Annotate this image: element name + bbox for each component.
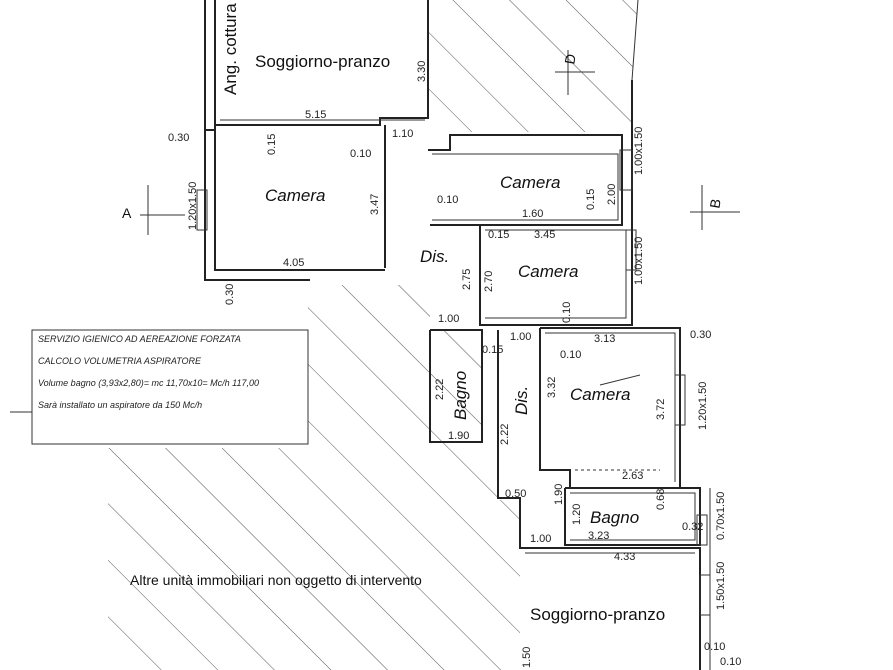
room-bagno-2: Bagno (590, 508, 639, 527)
dim: 0.10 (561, 302, 573, 323)
dim: 1.50 (521, 647, 533, 668)
dim: 0.30 (168, 132, 189, 144)
dimension-labels: 5.15 3.30 0.30 0.15 1.10 0.10 3.47 1.20x… (168, 61, 741, 668)
dim: 0.15 (482, 344, 503, 356)
section-markers: A D B (122, 50, 740, 235)
dim: 2.22 (499, 424, 511, 445)
dim: 3.30 (416, 61, 428, 82)
room-dis-2: Dis. (512, 386, 531, 415)
room-camera-1: Camera (265, 186, 325, 205)
dim: 3.13 (594, 333, 615, 345)
dim: 3.32 (546, 377, 558, 398)
dim: 1.00x1.50 (633, 237, 645, 285)
ventilation-note: SERVIZIO IGIENICO AD AEREAZIONE FORZATA … (31, 329, 309, 445)
dim: 1.00x1.50 (633, 127, 645, 175)
dim: 2.70 (483, 271, 495, 292)
dim: 1.60 (522, 208, 543, 220)
dim: 0.32 (682, 521, 703, 533)
hatch-bottom-left (108, 285, 520, 670)
room-camera-4: Camera (570, 385, 630, 404)
dim: 0.10 (437, 194, 458, 206)
room-labels: Ang. cottura Soggiorno-pranzo Camera Cam… (221, 3, 665, 624)
dim: 2.00 (606, 184, 618, 205)
room-camera-2: Camera (500, 173, 560, 192)
section-mark-d: D (561, 53, 579, 66)
hatch-small-corner (296, 285, 312, 302)
dim: 0.50 (505, 488, 526, 500)
dim: 3.72 (655, 399, 667, 420)
dim: 2.75 (461, 269, 473, 290)
note-line-2: CALCOLO VOLUMETRIA ASPIRATORE (38, 356, 202, 366)
room-dis-1: Dis. (420, 247, 449, 266)
dim: 0.15 (585, 189, 597, 210)
dim: 0.15 (488, 229, 509, 241)
room-ang-cottura: Ang. cottura (221, 3, 240, 95)
dim: 1.00 (510, 331, 531, 343)
dim: 3.47 (369, 194, 381, 215)
room-soggiorno-bottom: Soggiorno-pranzo (530, 605, 665, 624)
room-camera-3: Camera (518, 262, 578, 281)
dim: 0.10 (350, 148, 371, 160)
dim: 1.20x1.50 (187, 182, 199, 230)
hatched-areas (108, 0, 638, 670)
dim: 0.30 (690, 329, 711, 341)
dim: 1.20 (571, 504, 583, 525)
note-line-4: Sarà installato un aspiratore da 150 Mc/… (38, 400, 202, 410)
note-line-3: Volume bagno (3,93x2,80)= mc 11,70x10= M… (38, 378, 259, 388)
dim: 4.33 (614, 551, 635, 563)
dim: 3.45 (534, 229, 555, 241)
walls (204, 0, 711, 670)
hatch-top-right (428, 0, 638, 132)
dim: 0.10 (704, 641, 725, 653)
section-mark-a: A (122, 205, 132, 221)
dim: 0.10 (560, 349, 581, 361)
dim: 0.30 (224, 284, 236, 305)
dim: 1.20x1.50 (697, 382, 709, 430)
dim: 1.10 (392, 128, 413, 140)
dim: 0.70x1.50 (715, 492, 727, 540)
dim: 4.05 (283, 257, 304, 269)
dim: 1.50x1.50 (715, 562, 727, 610)
dim: 1.00 (530, 533, 551, 545)
note-line-1: SERVIZIO IGIENICO AD AEREAZIONE FORZATA (38, 334, 241, 344)
room-bagno-1: Bagno (451, 371, 470, 420)
dim: 1.00 (438, 313, 459, 325)
dim: 1.90 (448, 430, 469, 442)
dim: 5.15 (305, 109, 326, 121)
note-box (31, 329, 309, 445)
section-mark-b: B (707, 197, 724, 209)
dim: 3.23 (588, 530, 609, 542)
dim: 0.15 (266, 134, 278, 155)
dim: 0.68 (655, 489, 667, 510)
dim: 1.90 (553, 484, 565, 505)
room-soggiorno-top: Soggiorno-pranzo (255, 52, 390, 71)
dim: 2.22 (434, 379, 446, 400)
dim: 2.63 (622, 470, 643, 482)
other-units-label: Altre unità immobiliari non oggetto di i… (130, 572, 422, 588)
dim: 0.10 (720, 656, 741, 668)
